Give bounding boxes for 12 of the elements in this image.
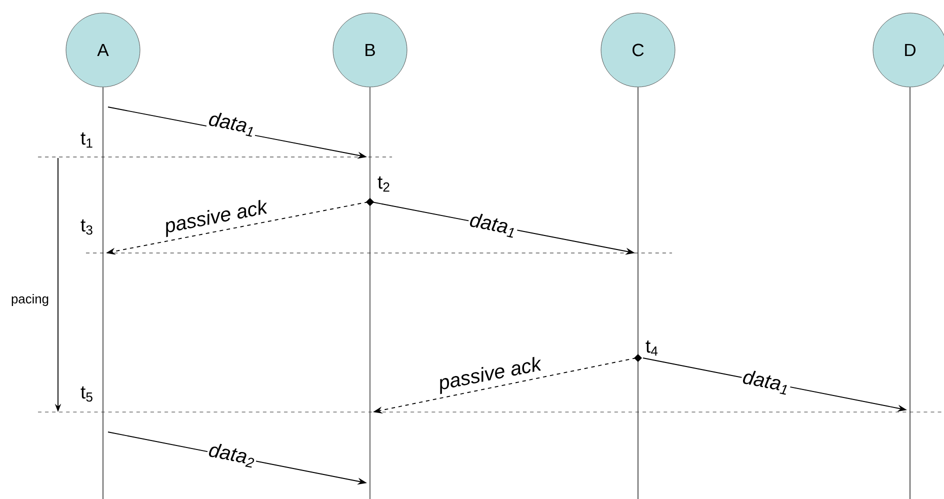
time-label: t$_{4}$ [644, 339, 660, 357]
time-label: t$_{1}$ [79, 131, 95, 149]
time-label: t$_{3}$ [79, 218, 95, 236]
edge-label: passive ack [162, 198, 270, 238]
edge-label: passive ack [436, 354, 544, 396]
edge-label: data$_{1}$ [466, 210, 520, 240]
time-label: t$_{2}$ [376, 175, 392, 193]
time-label: t$_{5}$ [79, 385, 95, 403]
edge-label: data$_{1}$ [740, 368, 792, 396]
edge-label: data$_{1}$ [206, 110, 258, 138]
edge-label: data$_{2}$ [206, 440, 258, 470]
axis-label: pacing [10, 292, 50, 308]
